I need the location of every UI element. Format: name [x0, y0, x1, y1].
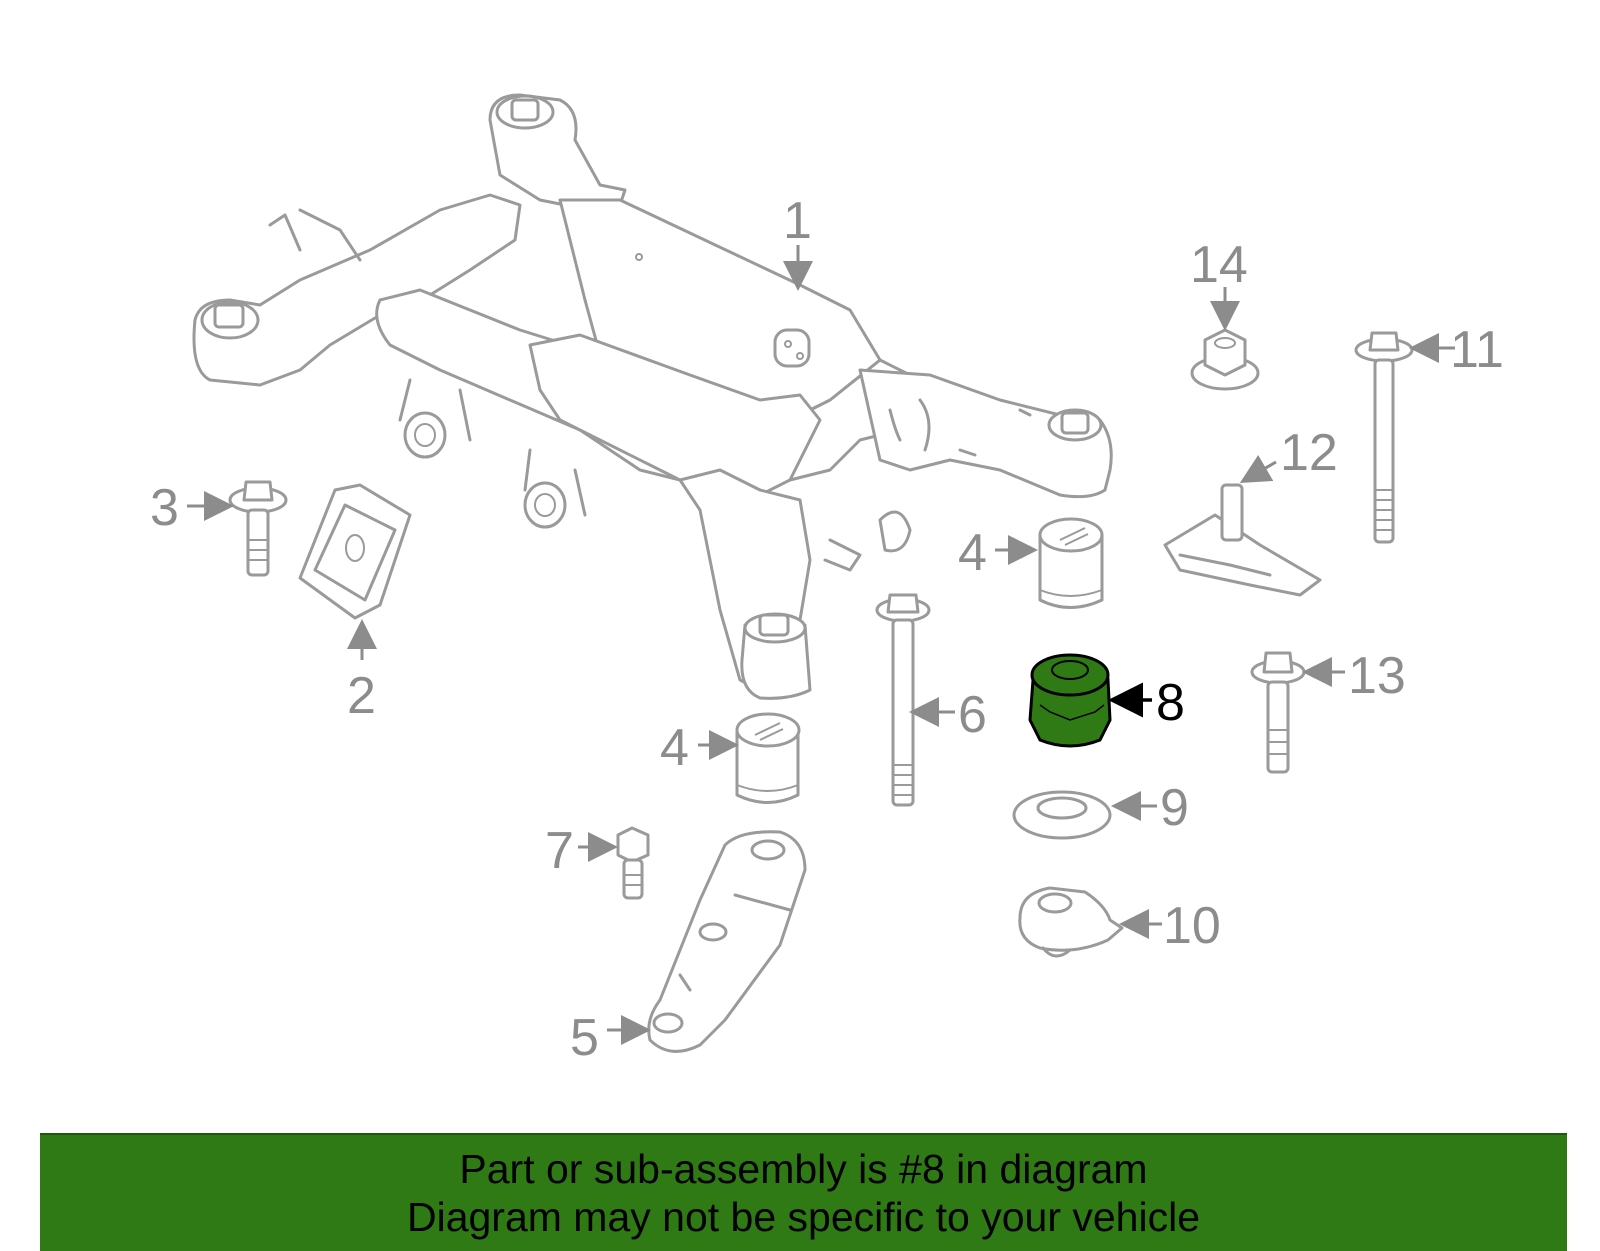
mount-part-10[interactable] [1018, 886, 1124, 958]
bracket-part-2[interactable] [298, 483, 412, 620]
callout-11: 11 [1450, 321, 1504, 379]
callout-14: 14 [1190, 236, 1248, 294]
callout-arrows [187, 245, 1455, 1045]
bushing-part-4-lower[interactable] [735, 712, 801, 804]
callout-6: 6 [958, 686, 987, 744]
callout-8-highlighted: 8 [1156, 674, 1185, 732]
arm-bracket-part-5[interactable] [647, 830, 807, 1053]
callout-9: 9 [1160, 779, 1189, 837]
nut-part-14[interactable] [1190, 328, 1260, 391]
bushing-part-8-highlighted[interactable] [1028, 653, 1112, 748]
banner-line-2: Diagram may not be specific to your vehi… [406, 1194, 1200, 1240]
subframe-part-1[interactable] [192, 93, 1113, 700]
callout-1: 1 [783, 192, 812, 250]
stud-bracket-part-12[interactable] [1163, 483, 1322, 597]
info-banner: Part or sub-assembly is #8 in diagram Di… [40, 1133, 1567, 1251]
callout-2: 2 [347, 667, 376, 725]
callout-4-upper: 4 [958, 524, 987, 582]
callout-7: 7 [545, 822, 574, 880]
callout-3: 3 [150, 479, 179, 537]
parts-diagram: 1 2 3 4 4 5 6 7 8 9 10 11 12 13 14 [150, 93, 1504, 1067]
banner-line-1: Part or sub-assembly is #8 in diagram [459, 1146, 1148, 1192]
bolt-part-3[interactable] [228, 480, 288, 577]
callout-10: 10 [1163, 897, 1221, 955]
callout-4-lower: 4 [660, 719, 689, 777]
callout-12: 12 [1280, 424, 1338, 482]
bushing-part-4-upper[interactable] [1038, 517, 1104, 609]
bolt-part-7[interactable] [616, 826, 650, 900]
long-bolt-part-6[interactable] [875, 593, 931, 807]
washer-part-9[interactable] [1012, 790, 1112, 840]
long-bolt-part-11[interactable] [1354, 331, 1414, 544]
bolt-part-13[interactable] [1250, 651, 1306, 774]
callout-13: 13 [1348, 647, 1406, 705]
callout-5: 5 [570, 1009, 599, 1067]
